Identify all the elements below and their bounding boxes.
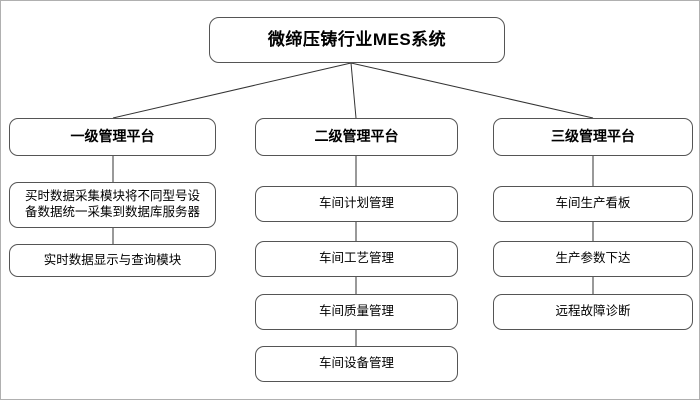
platform-node-level-1[interactable]: 一级管理平台	[9, 118, 216, 156]
leaf-node-c2-r2-label: 车间工艺管理	[318, 251, 394, 266]
leaf-node-c3-r2-label: 生产参数下达	[555, 251, 631, 266]
edge-root-to-platform-2	[350, 62, 357, 119]
edge-root-to-platform-3	[350, 62, 594, 119]
leaf-node-c2-r3-label: 车间质量管理	[318, 304, 394, 319]
platform-node-level-2-label: 二级管理平台	[314, 128, 399, 145]
leaf-node-c1-r1-label: 买时数据采集模块将不同型号设 备数据统一采集到数据库服务器	[24, 189, 200, 219]
platform-node-level-1-label: 一级管理平台	[70, 128, 155, 145]
leaf-node-c1-r2[interactable]: 实时数据显示与查询模块	[9, 244, 216, 277]
platform-node-level-2[interactable]: 二级管理平台	[255, 118, 458, 156]
leaf-node-c3-r2[interactable]: 生产参数下达	[493, 241, 693, 277]
platform-node-level-3[interactable]: 三级管理平台	[493, 118, 693, 156]
leaf-node-c1-r1[interactable]: 买时数据采集模块将不同型号设 备数据统一采集到数据库服务器	[9, 182, 216, 228]
leaf-node-c2-r1-label: 车间计划管理	[318, 196, 394, 211]
platform-node-level-3-label: 三级管理平台	[551, 128, 635, 145]
edge-root-to-platform-1	[112, 62, 352, 119]
leaf-node-c2-r1[interactable]: 车间计划管理	[255, 186, 458, 222]
leaf-node-c2-r3[interactable]: 车间质量管理	[255, 294, 458, 330]
root-node-mes-system[interactable]: 微缔压铸行业MES系统	[209, 17, 505, 63]
leaf-node-c3-r3[interactable]: 远程故障诊断	[493, 294, 693, 330]
root-node-label: 微缔压铸行业MES系统	[267, 30, 447, 50]
leaf-node-c3-r3-label: 远程故障诊断	[555, 304, 631, 319]
leaf-node-c2-r4-label: 车间设备管理	[318, 356, 394, 371]
leaf-node-c2-r4[interactable]: 车间设备管理	[255, 346, 458, 382]
leaf-node-c1-r2-label: 实时数据显示与查询模块	[43, 252, 182, 267]
leaf-node-c2-r2[interactable]: 车间工艺管理	[255, 241, 458, 277]
leaf-node-c3-r1[interactable]: 车间生产看板	[493, 186, 693, 222]
leaf-node-c3-r1-label: 车间生产看板	[555, 196, 631, 211]
